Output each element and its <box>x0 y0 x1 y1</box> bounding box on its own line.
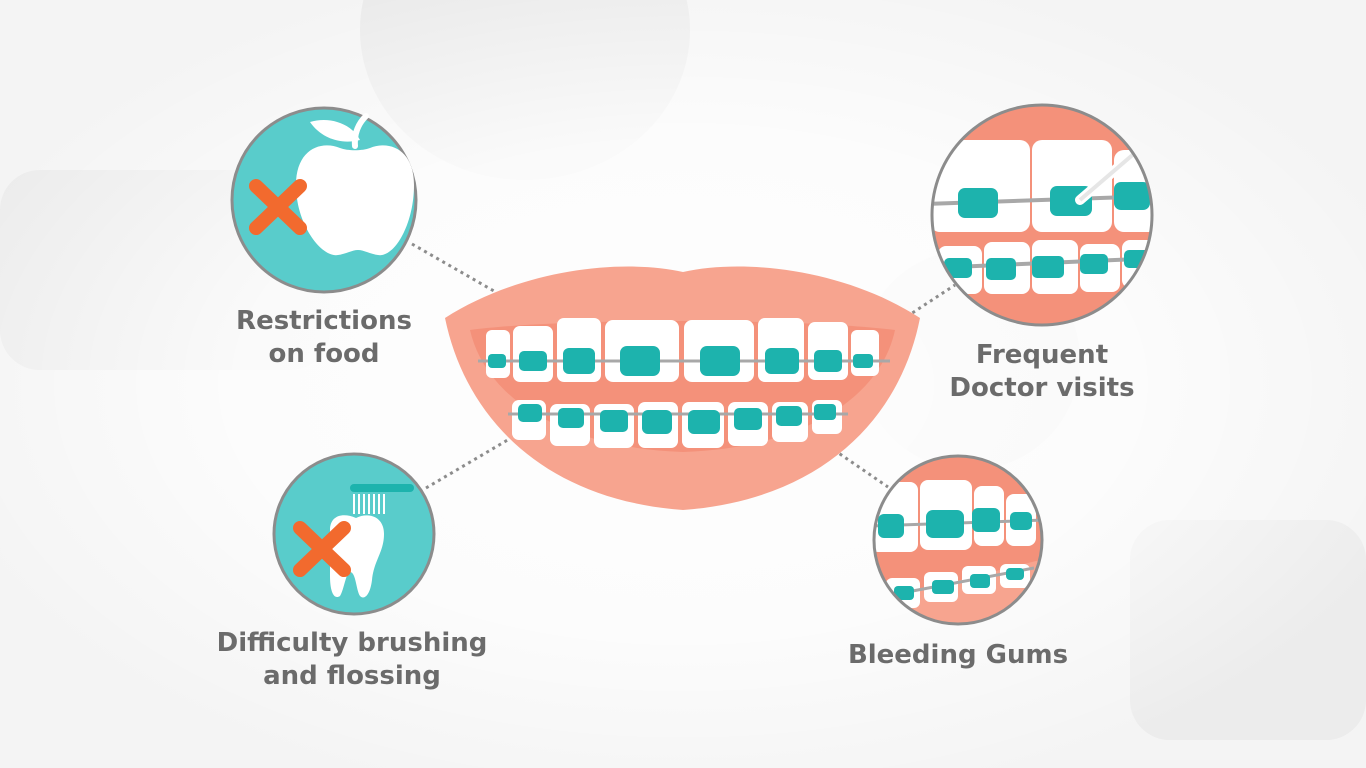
callout-doctor-circle <box>930 103 1154 327</box>
lower-brackets <box>518 404 836 434</box>
label-bleeding-gums: Bleeding Gums <box>836 639 1080 672</box>
callout-brushing-circle <box>272 452 436 616</box>
label-doctor-line2: Doctor visits <box>949 373 1135 403</box>
label-frequent-doctor-visits: Frequent Doctor visits <box>930 339 1154 405</box>
apple-icon <box>296 113 414 256</box>
cross-icon <box>293 521 351 577</box>
mouth-with-braces-illustration <box>445 266 920 510</box>
label-difficulty-brushing: Difficulty brushing and flossing <box>196 627 508 693</box>
label-food-line2: on food <box>268 339 380 369</box>
upper-brackets <box>488 346 873 376</box>
cross-icon <box>249 179 307 235</box>
callout-gums-circle <box>872 454 1044 626</box>
callout-food-circle <box>230 106 418 294</box>
label-brushing-line2: and flossing <box>263 661 441 691</box>
label-food-line1: Restrictions <box>236 306 412 336</box>
label-restrictions-on-food: Restrictions on food <box>222 305 426 371</box>
connector-food <box>411 242 563 332</box>
label-gums-line1: Bleeding Gums <box>847 640 1069 670</box>
label-brushing-line1: Difficulty brushing <box>216 628 488 658</box>
connector-brushing <box>425 416 546 490</box>
label-doctor-line1: Frequent <box>975 340 1109 370</box>
toothbrush-icon <box>350 484 414 514</box>
